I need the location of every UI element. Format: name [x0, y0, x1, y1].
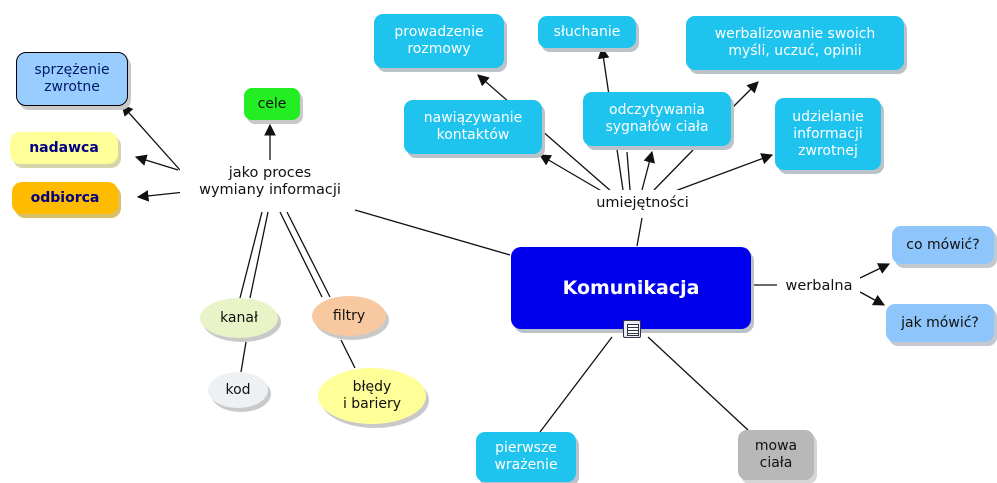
node-goals[interactable]: cele	[244, 88, 300, 120]
node-listening[interactable]: słuchanie	[538, 16, 636, 48]
node-giving-feedback[interactable]: udzielanie informacji zwrotnej	[775, 98, 881, 170]
node-body-language[interactable]: mowa ciała	[738, 430, 814, 480]
node-first-impression[interactable]: pierwsze wrażenie	[476, 432, 576, 482]
node-verbalizing[interactable]: werbalizowanie swoich myśli, uczuć, opin…	[686, 16, 904, 70]
node-sender[interactable]: nadawca	[10, 132, 118, 164]
central-topic[interactable]: Komunikacja	[511, 247, 751, 329]
central-topic-label: Komunikacja	[562, 276, 700, 299]
node-code[interactable]: kod	[208, 372, 268, 408]
node-what-to-say[interactable]: co mówić?	[892, 226, 994, 264]
branch-process-label[interactable]: jako proces wymiany informacji	[180, 160, 360, 204]
node-body-signals[interactable]: odczytywania sygnałów ciała	[583, 92, 731, 146]
branch-verbal-label[interactable]: werbalna	[778, 276, 860, 296]
node-errors[interactable]: błędy i bariery	[318, 368, 426, 424]
node-feedback[interactable]: sprzężenie zwrotne	[16, 52, 128, 106]
node-channel[interactable]: kanał	[200, 298, 278, 338]
node-how-to-say[interactable]: jak mówić?	[886, 304, 994, 342]
node-filters[interactable]: filtry	[312, 296, 386, 336]
node-conversation[interactable]: prowadzenie rozmowy	[374, 14, 504, 68]
branch-skills-label[interactable]: umiejętności	[585, 190, 700, 216]
note-icon[interactable]	[623, 320, 641, 338]
node-receiver[interactable]: odbiorca	[12, 182, 118, 214]
node-contacts[interactable]: nawiązywanie kontaktów	[404, 100, 542, 154]
